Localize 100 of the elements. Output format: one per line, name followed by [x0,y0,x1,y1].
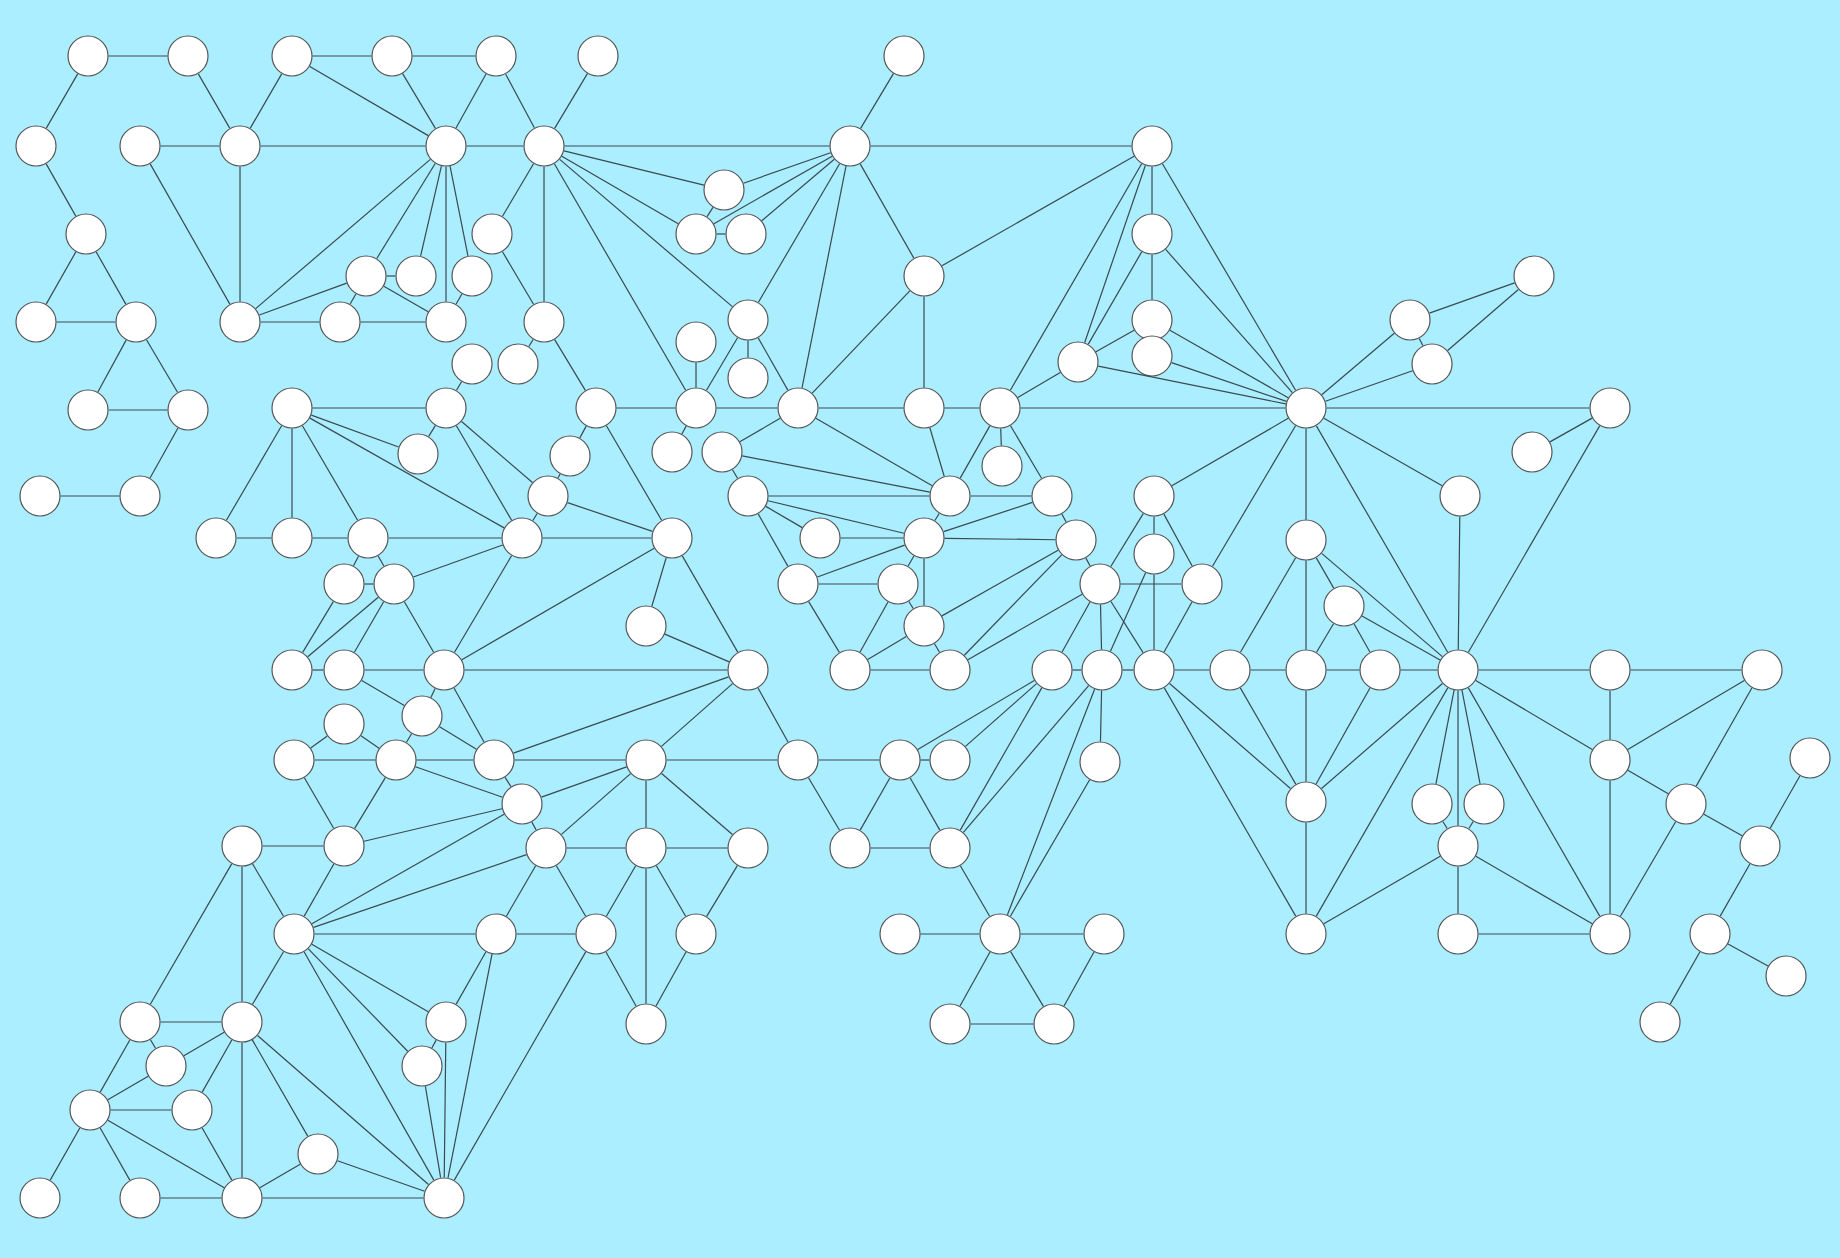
edge-line [258,282,348,316]
edge-line [364,583,374,585]
edge-line [1061,601,1091,653]
edge-line [1315,425,1449,653]
circle-node [471,213,513,255]
edge-line [540,766,628,798]
edge-line [651,557,667,607]
edge-line [307,596,379,658]
edge-line [1153,574,1155,650]
edge-line [1122,669,1134,671]
circle-node [501,517,543,559]
edge-line [811,290,911,394]
circle-node [879,913,921,955]
circle-node [323,563,365,605]
edge-line [655,951,687,1007]
circle-node [727,299,769,341]
edge-line [767,500,905,534]
edge-line [249,73,283,129]
edge-line [818,407,904,409]
edge-line [561,155,679,225]
edge-line [107,1119,225,1189]
edge-line [681,555,739,653]
edge-line [816,544,906,578]
circle-node [651,431,693,473]
circle-node [1323,585,1365,627]
edge-line [1151,166,1153,214]
circle-node [1285,781,1327,823]
circle-node [1739,825,1781,867]
circle-node [475,913,517,955]
circle-node [777,387,819,429]
circle-node [703,169,745,211]
edge-line [438,726,478,750]
edge-line [1326,407,1591,409]
circle-node [1437,649,1479,691]
circle-node [1133,649,1175,691]
edge-line [761,158,835,222]
edge-line [349,293,357,305]
edge-line [859,601,889,653]
edge-line [505,73,535,129]
edge-line [563,150,705,186]
edge-line [1324,370,1414,402]
edge-line [311,813,505,925]
edge-line [1627,769,1669,795]
circle-node [675,213,717,255]
edge-line [566,847,626,849]
circle-node [67,35,109,77]
circle-node [727,475,769,517]
edge-line [99,1039,131,1093]
circle-node [1411,783,1453,825]
edge-line [377,555,385,567]
edge-line [1305,560,1307,650]
edge-line [251,1039,309,1137]
edge-line [840,537,904,539]
circle-node [171,1089,213,1131]
edge-line [929,427,945,477]
edge-line [416,759,474,761]
circle-node [425,125,467,167]
edge-line [1549,417,1593,443]
edge-line [920,759,930,761]
circle-node [651,517,693,559]
circle-node [1031,475,1073,517]
edge-line [923,558,925,606]
edge-line [934,512,940,522]
edge-line [943,501,1034,533]
edge-line [605,425,663,521]
edge-line [908,600,914,610]
edge-line [360,321,426,323]
edge-line [149,427,179,479]
edge-line [543,166,545,302]
edge-line [412,544,504,578]
edge-line [225,425,283,521]
edge-line [201,1127,233,1181]
edge-line [557,473,561,479]
circle-node [1439,475,1481,517]
edge-line [605,951,637,1007]
edge-line [1072,669,1082,671]
edge-line [1250,669,1286,671]
edge-line [183,1031,225,1057]
edge-line [312,537,348,539]
edge-line [255,158,431,310]
edge-line [801,165,847,389]
edge-line [970,1023,1034,1025]
edge-line [56,321,116,323]
edge-line [1447,288,1520,352]
circle-node [1789,737,1831,779]
edge-line [1305,428,1307,520]
edge-line [303,863,335,917]
edge-line [1467,425,1601,653]
circle-node [879,739,921,781]
circle-node [675,913,717,955]
edge-line [360,735,380,749]
edge-line [1609,690,1611,740]
circle-node [271,35,313,77]
edge-line [353,601,385,653]
circle-node [1055,519,1097,561]
edge-line [405,733,413,743]
circle-node [725,213,767,255]
edge-line [706,865,738,917]
edge-line [1457,690,1459,826]
edge-line [1627,679,1745,751]
